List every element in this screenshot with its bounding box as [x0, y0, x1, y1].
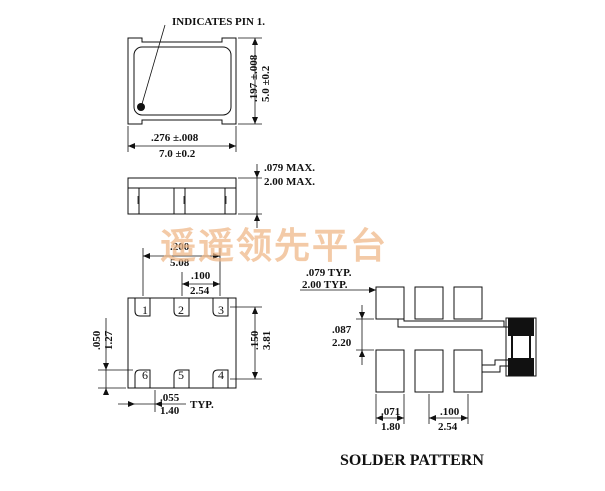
pad-w-mm-label: 1.40: [160, 405, 180, 417]
pin1-leader-line: [141, 24, 166, 105]
top-view-outline: [127, 37, 237, 125]
trace-top: [403, 319, 505, 327]
connector-block: [508, 318, 534, 336]
solder-pattern-title: SOLDER PATTERN: [340, 452, 484, 469]
length-mm-label: 7.0 ±0.2: [159, 148, 196, 160]
top-view-lid: [133, 46, 232, 116]
pad-4: [212, 369, 229, 388]
land-pad: [453, 286, 483, 320]
land-pad: [375, 349, 405, 393]
sp-pitch-mm-label: 2.54: [438, 421, 458, 433]
sp-pad-w-inch-label: .071: [381, 406, 400, 418]
sp-pad-w-mm-label: 1.80: [381, 421, 401, 433]
side-view-pad: [127, 187, 140, 215]
dim-arrows: [376, 415, 404, 421]
sp-gap-mm-label: 2.00 TYP.: [302, 279, 348, 291]
span-inch-label: .200: [170, 241, 190, 253]
side-view: .079 MAX. 2.00 MAX.: [127, 162, 315, 228]
pin-label-2: 2: [178, 303, 184, 317]
pad-w-inch-label: .055: [160, 392, 180, 404]
length-inch-label: .276 ±.008: [151, 132, 199, 144]
pin-label-4: 4: [218, 368, 224, 382]
solder-pattern: .079 TYP. 2.00 TYP. .087 2.20 .071 1.80 …: [300, 267, 537, 469]
pad-1: [134, 298, 151, 317]
width-inch-label: .197 ±.008: [248, 54, 260, 102]
pad-2: [173, 298, 190, 317]
side-view-lid: [127, 177, 237, 189]
trace-top: [397, 319, 508, 328]
connector-frame: [505, 317, 537, 377]
pad-6: [134, 369, 151, 388]
trace-bottom: [482, 359, 508, 366]
dim-arrows: [369, 287, 376, 293]
pad-len-mm-label: 1.27: [103, 330, 115, 350]
side-view-body: [127, 187, 237, 215]
dim-arrows: [128, 401, 162, 407]
width-mm-label: 5.0 ±0.2: [260, 65, 272, 102]
watermark-text: 遥遥领先平台: [160, 226, 388, 267]
sp-row-gap-mm-label: 2.20: [332, 337, 352, 349]
pitch-inch-label: .100: [191, 270, 211, 282]
pin1-note: INDICATES PIN 1.: [172, 16, 265, 28]
trace-bottom: [482, 365, 508, 373]
pad-5: [173, 369, 190, 388]
connector-block: [508, 358, 534, 376]
pin-label-5: 5: [178, 368, 184, 382]
land-pad: [414, 286, 444, 320]
dim-arrows: [103, 363, 109, 395]
side-view-pad: [224, 187, 237, 215]
height-mm-label: 2.00 MAX.: [264, 176, 315, 188]
pin-label-3: 3: [218, 303, 224, 317]
pitch-mm-label: 2.54: [190, 285, 210, 297]
row-span-mm-label: 3.81: [261, 331, 273, 350]
bottom-view: 1 2 3 6 5 4 .200 5.08 .100 2.54 .150 3.8…: [91, 241, 273, 417]
land-pad: [375, 286, 405, 320]
height-inch-label: .079 MAX.: [264, 162, 315, 174]
pin-label-1: 1: [142, 303, 148, 317]
sp-pitch-inch-label: .100: [440, 406, 460, 418]
pad-3: [212, 298, 229, 317]
top-view: INDICATES PIN 1. .197 ±.008 5.0 ±0.2 .27…: [127, 16, 272, 160]
pad-w-note: TYP.: [190, 399, 214, 411]
sp-gap-inch-label: .079 TYP.: [306, 267, 352, 279]
land-pad: [453, 349, 483, 393]
land-pad: [414, 349, 444, 393]
span-mm-label: 5.08: [170, 257, 190, 269]
row-span-inch-label: .150: [249, 330, 261, 350]
sp-row-gap-inch-label: .087: [332, 324, 352, 336]
pin-label-6: 6: [142, 368, 148, 382]
side-view-pad: [173, 187, 186, 215]
pad-len-inch-label: .050: [91, 330, 103, 350]
pin1-indicator-dot: [137, 103, 145, 111]
bottom-view-outline: [127, 297, 237, 389]
